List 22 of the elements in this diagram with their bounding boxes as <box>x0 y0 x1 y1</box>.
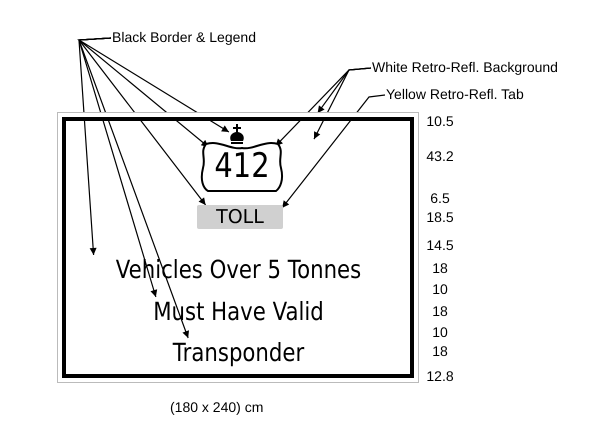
leader-line <box>313 67 372 140</box>
route-shield <box>200 140 284 194</box>
toll-tab: TOLL <box>197 205 283 229</box>
dimension-text: 6.5 <box>429 190 451 206</box>
dimension-text: 18 <box>431 343 449 359</box>
size-caption: (180 x 240) cm <box>170 399 264 415</box>
sign-panel <box>57 112 419 383</box>
route-number: 412 <box>213 148 271 184</box>
sign-legend-text: Transponder <box>126 338 352 368</box>
dimension-text: 10.5 <box>425 113 455 129</box>
dimension-text: 43.2 <box>425 148 455 164</box>
leader-line <box>78 37 190 338</box>
dimension-text: 18 <box>431 260 449 276</box>
dimension-text: 18 <box>431 303 449 319</box>
dimension-text: 10 <box>431 324 449 340</box>
dimension-text: 12.8 <box>425 368 455 384</box>
leader-line <box>78 37 206 206</box>
dimension-text: 14.5 <box>425 237 455 253</box>
leader-line <box>77 37 230 133</box>
dimension-text: 10 <box>431 281 449 297</box>
dimension-text: 18.5 <box>425 209 455 225</box>
leader-line <box>282 94 386 208</box>
